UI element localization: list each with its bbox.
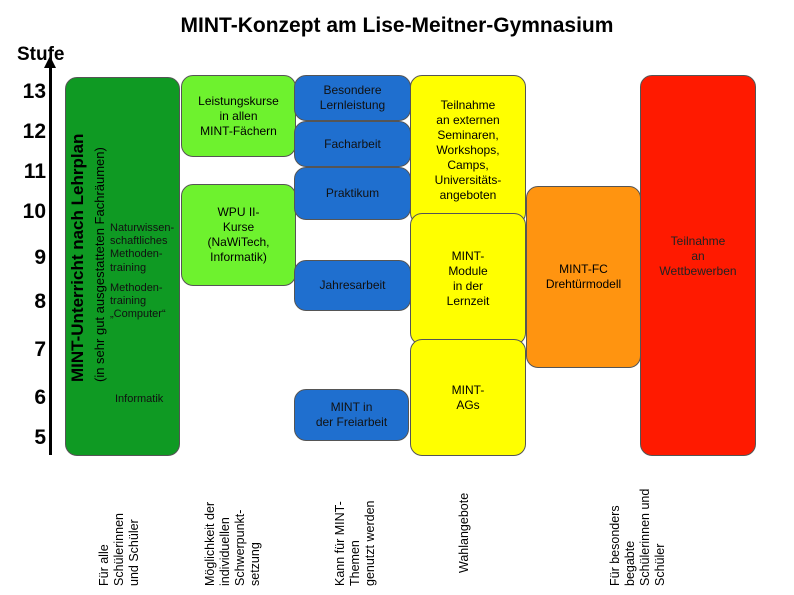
lehrplan-item-informatik: Informatik bbox=[115, 393, 164, 405]
lehrplan-item-methodentraining: Naturwissen- schaftliches Methoden- trai… bbox=[110, 222, 175, 274]
seminare-box: Teilnahme an externen Seminaren, Worksho… bbox=[410, 75, 526, 225]
facharbeit-box: Facharbeit bbox=[294, 121, 411, 167]
lehrplan-heading: MINT-Unterricht nach Lehrplan bbox=[68, 133, 87, 382]
leistungskurse-box: Leistungskurse in allen MINT-Fächern bbox=[181, 75, 296, 157]
page-title: MINT-Konzept am Lise-Meitner-Gymnasium bbox=[180, 14, 614, 37]
wpu2-box: WPU II- Kurse (NaWiTech, Informatik) bbox=[181, 184, 296, 286]
axis-label: Stufe bbox=[17, 44, 65, 65]
bottom-label-themen: Kann für MINT- Themen genutzt werden bbox=[333, 500, 377, 586]
jahresarbeit-box: Jahresarbeit bbox=[294, 260, 411, 311]
freiarbeit-box: MINT in der Freiarbeit bbox=[294, 389, 409, 441]
bottom-label-begabte: Für besonders begabte Schülerinnen und S… bbox=[608, 488, 667, 586]
tick-10: 10 bbox=[22, 200, 46, 223]
bottom-label-wahl: Wahlangebote bbox=[457, 492, 471, 573]
tick-5: 5 bbox=[34, 426, 46, 449]
drehtuermodell-box: MINT-FC Drehtürmodell bbox=[526, 186, 641, 368]
lehrplan-item-computer: Methoden- training „Computer“ bbox=[110, 282, 166, 321]
tick-11: 11 bbox=[23, 160, 46, 183]
praktikum-box: Praktikum bbox=[294, 167, 411, 220]
ags-box: MINT- AGs bbox=[410, 339, 526, 456]
besondere-lernleistung-box: Besondere Lernleistung bbox=[294, 75, 411, 121]
tick-9: 9 bbox=[34, 246, 46, 269]
tick-12: 12 bbox=[22, 120, 46, 143]
tick-13: 13 bbox=[22, 80, 46, 103]
tick-8: 8 bbox=[34, 290, 46, 313]
tick-6: 6 bbox=[34, 386, 46, 409]
wettbewerbe-box: Teilnahme an Wettbewerben bbox=[640, 75, 756, 456]
lehrplan-box bbox=[65, 77, 180, 456]
axis-arrow bbox=[44, 56, 56, 68]
lehrplan-subheading: (in sehr gut ausgestatteten Fachräumen) bbox=[92, 147, 107, 382]
axis-line bbox=[49, 64, 52, 455]
tick-7: 7 bbox=[34, 338, 46, 361]
bottom-label-schwerpunkt: Möglichkeit der individuellen Schwerpunk… bbox=[203, 501, 262, 586]
bottom-label-alle: Für alle Schülerinnen und Schüler bbox=[97, 513, 141, 586]
module-box: MINT- Module in der Lernzeit bbox=[410, 213, 526, 345]
